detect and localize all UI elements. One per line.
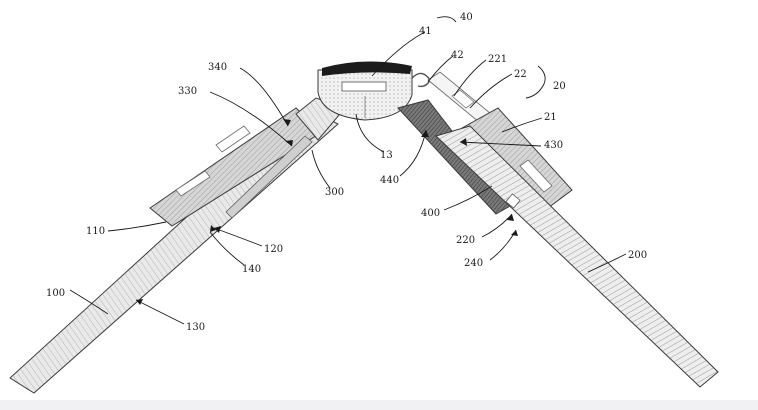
leader-lines (69, 16, 627, 325)
label-330: 330 (178, 86, 197, 97)
label-300: 300 (325, 187, 344, 198)
label-220: 220 (456, 235, 475, 246)
label-20: 20 (553, 81, 566, 92)
label-240: 240 (464, 258, 483, 269)
label-120: 120 (264, 244, 283, 255)
label-400: 400 (421, 208, 440, 219)
label-21: 21 (544, 112, 557, 123)
right-panel-200 (397, 71, 719, 388)
left-panel-100 (9, 97, 346, 394)
label-41: 41 (419, 26, 432, 37)
label-340: 340 (208, 62, 227, 73)
label-140: 140 (242, 264, 261, 275)
center-head-13 (317, 61, 431, 121)
reference-labels: 40 41 42 221 22 20 21 340 330 13 430 440… (46, 12, 647, 333)
label-13: 13 (380, 150, 393, 161)
patent-diagram: 40 41 42 221 22 20 21 340 330 13 430 440… (9, 12, 719, 394)
label-221: 221 (488, 54, 507, 65)
label-110: 110 (86, 226, 105, 237)
label-130: 130 (186, 322, 205, 333)
label-22: 22 (514, 69, 527, 80)
footer-strip (0, 400, 758, 410)
label-40: 40 (460, 12, 473, 23)
label-430: 430 (544, 140, 563, 151)
label-100: 100 (46, 288, 65, 299)
label-440: 440 (380, 175, 399, 186)
label-200: 200 (628, 250, 647, 261)
label-42: 42 (451, 50, 464, 61)
